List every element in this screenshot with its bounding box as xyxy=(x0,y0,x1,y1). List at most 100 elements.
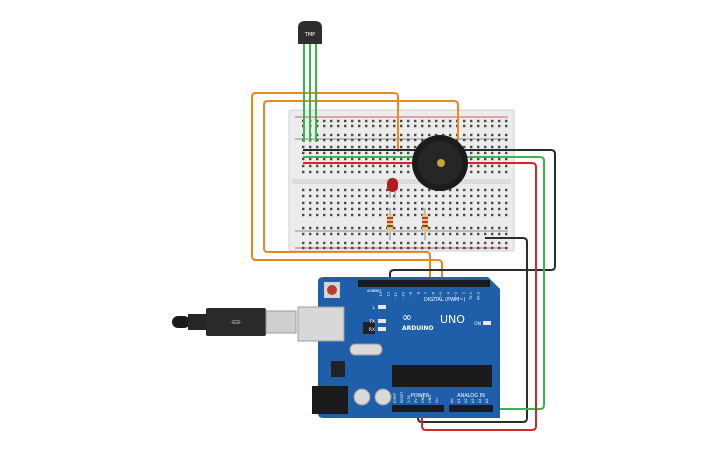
breadboard-hole xyxy=(344,226,347,230)
breadboard-hole xyxy=(498,226,501,230)
breadboard-hole xyxy=(302,194,305,198)
black-wire-gnd-bottom[interactable] xyxy=(417,237,528,423)
breadboard-hole xyxy=(344,213,347,217)
breadboard-hole xyxy=(379,145,382,149)
green-wire-analog[interactable] xyxy=(303,156,545,410)
resistor-1-band-2 xyxy=(387,221,393,223)
temperature-sensor[interactable]: TMP xyxy=(298,21,322,44)
breadboard-hole xyxy=(498,213,501,217)
pin-label: ~9 xyxy=(409,292,413,297)
breadboard-hole xyxy=(358,157,361,161)
breadboard-hole xyxy=(365,188,368,192)
breadboard-hole xyxy=(358,133,361,137)
breadboard-hole xyxy=(414,241,417,245)
breadboard-hole xyxy=(428,188,431,192)
breadboard-hole xyxy=(344,151,347,155)
breadboard-hole xyxy=(484,138,487,142)
usb-cable[interactable]: ⏛ xyxy=(172,308,297,336)
breadboard-hole xyxy=(463,145,466,149)
breadboard-hole xyxy=(484,157,487,161)
breadboard-hole xyxy=(358,213,361,217)
resistor-1[interactable] xyxy=(387,208,393,240)
breadboard-hole xyxy=(351,207,354,211)
breadboard-hole xyxy=(484,133,487,137)
led-label-l: L xyxy=(372,305,375,311)
breadboard-hole xyxy=(379,241,382,245)
breadboard-hole xyxy=(498,119,501,123)
breadboard-hole xyxy=(379,119,382,123)
breadboard-hole xyxy=(302,201,305,205)
breadboard-hole xyxy=(379,201,382,205)
breadboard-hole xyxy=(505,119,508,123)
breadboard-hole xyxy=(442,207,445,211)
breadboard-hole xyxy=(302,246,305,250)
breadboard-hole xyxy=(491,246,494,250)
breadboard-hole xyxy=(393,145,396,149)
breadboard-hole xyxy=(316,157,319,161)
breadboard-hole xyxy=(421,201,424,205)
breadboard-hole xyxy=(358,188,361,192)
breadboard-hole xyxy=(470,170,473,174)
breadboard-hole xyxy=(442,124,445,128)
red-led[interactable] xyxy=(387,178,398,198)
breadboard-hole xyxy=(435,194,438,198)
breadboard-hole xyxy=(379,157,382,161)
breadboard-hole xyxy=(442,232,445,236)
breadboard-hole xyxy=(456,207,459,211)
breadboard-hole xyxy=(442,133,445,137)
breadboard-hole xyxy=(351,151,354,155)
breadboard-hole xyxy=(449,213,452,217)
breadboard-hole xyxy=(358,201,361,205)
breadboard-hole xyxy=(323,188,326,192)
breadboard-hole xyxy=(337,138,340,142)
piezo-buzzer[interactable] xyxy=(412,135,468,191)
breadboard-hole xyxy=(365,232,368,236)
breadboard-hole xyxy=(442,241,445,245)
pin-label: ~5 xyxy=(439,292,443,297)
breadboard-hole xyxy=(498,194,501,198)
resistor-2[interactable] xyxy=(422,208,428,240)
breadboard-hole xyxy=(358,151,361,155)
breadboard-hole xyxy=(400,232,403,236)
breadboard-hole xyxy=(414,124,417,128)
breadboard-hole xyxy=(372,124,375,128)
led-tx xyxy=(378,319,386,323)
breadboard-hole xyxy=(358,170,361,174)
breadboard-hole xyxy=(407,124,410,128)
breadboard-hole xyxy=(407,201,410,205)
black-wire-gnd-top[interactable] xyxy=(303,149,556,284)
breadboard-hole xyxy=(316,124,319,128)
breadboard-hole xyxy=(358,226,361,230)
red-wire-5v[interactable] xyxy=(303,162,537,431)
breadboard[interactable] xyxy=(288,109,515,252)
pin-label: ~3 xyxy=(454,292,458,297)
breadboard-hole xyxy=(491,145,494,149)
breadboard-hole xyxy=(351,241,354,245)
breadboard-hole xyxy=(302,226,305,230)
breadboard-hole xyxy=(330,201,333,205)
breadboard-hole xyxy=(498,246,501,250)
breadboard-hole xyxy=(498,145,501,149)
breadboard-hole xyxy=(456,226,459,230)
breadboard-hole xyxy=(400,133,403,137)
orange-wire-1[interactable] xyxy=(251,92,443,284)
wires xyxy=(251,44,556,431)
arduino-uno-board[interactable]: L TX RX ON ∞ ARDUINO UNO DIGITAL (PWM~) … xyxy=(297,277,500,418)
breadboard-hole xyxy=(428,124,431,128)
breadboard-hole xyxy=(386,188,389,192)
breadboard-hole xyxy=(365,207,368,211)
breadboard-hole xyxy=(309,194,312,198)
breadboard-hole xyxy=(491,232,494,236)
breadboard-hole xyxy=(407,170,410,174)
breadboard-hole xyxy=(463,194,466,198)
breadboard-hole xyxy=(421,194,424,198)
breadboard-hole xyxy=(316,207,319,211)
orange-wire-2[interactable] xyxy=(263,100,459,284)
breadboard-hole xyxy=(505,124,508,128)
breadboard-hole xyxy=(505,157,508,161)
breadboard-hole xyxy=(463,232,466,236)
breadboard-hole xyxy=(498,157,501,161)
breadboard-hole xyxy=(330,164,333,168)
